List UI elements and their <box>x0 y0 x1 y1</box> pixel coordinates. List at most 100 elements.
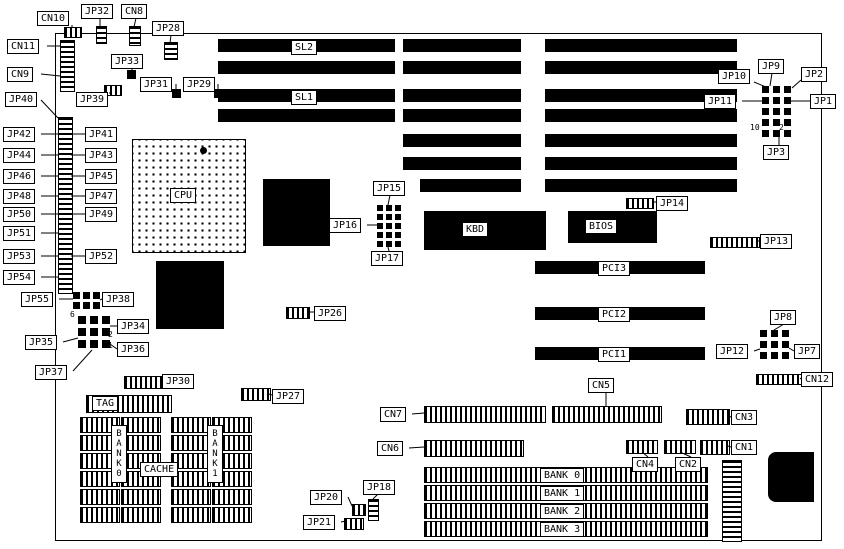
pin <box>90 328 98 336</box>
cache-chip <box>171 507 211 523</box>
label-jp17: JP17 <box>371 251 404 266</box>
label-jp53: JP53 <box>3 249 36 264</box>
label-tag: TAG <box>92 396 119 411</box>
left-strip <box>58 117 73 294</box>
power-conn <box>722 460 742 542</box>
label-cn3: CN3 <box>731 410 758 425</box>
pin <box>762 86 769 93</box>
label-jp41: JP41 <box>85 127 118 142</box>
pin <box>782 341 789 348</box>
label-jp50: JP50 <box>3 207 36 222</box>
label-jp14: JP14 <box>656 196 689 211</box>
label-jp13: JP13 <box>760 234 793 249</box>
cache-chip <box>80 435 120 451</box>
pin <box>377 214 383 220</box>
cache-chip <box>212 489 252 505</box>
jp34-grid <box>78 316 110 348</box>
slot-7c <box>545 179 737 192</box>
cn1-conn <box>700 440 730 455</box>
label-cn9: CN9 <box>7 67 34 82</box>
jp13-conn <box>710 237 760 248</box>
cn4-conn <box>626 440 658 454</box>
jp29-conn <box>214 89 223 98</box>
pin <box>93 292 100 299</box>
pin <box>386 232 392 238</box>
pin <box>93 302 100 309</box>
label-jp12: JP12 <box>716 344 749 359</box>
jp39-conn <box>104 85 122 96</box>
cache-chip <box>80 507 120 523</box>
pin <box>773 130 780 137</box>
pin <box>386 214 392 220</box>
label-bank3: BANK 3 <box>540 522 585 537</box>
label-pci1: PCI1 <box>598 347 631 362</box>
pin <box>773 119 780 126</box>
slot-4b <box>403 109 521 122</box>
label-jp35: JP35 <box>25 335 58 350</box>
label-bank0v: BANK0 <box>111 425 127 483</box>
slot-6c <box>545 157 737 170</box>
pin <box>78 328 86 336</box>
pin <box>377 223 383 229</box>
pin <box>760 330 767 337</box>
din-connector <box>768 452 814 502</box>
label-cn1: CN1 <box>731 440 758 455</box>
pin-number: 2 <box>108 330 113 339</box>
pin <box>784 119 791 126</box>
label-cn8: CN8 <box>121 4 148 19</box>
pin <box>102 328 110 336</box>
label-jp46: JP46 <box>3 169 36 184</box>
label-jp40: JP40 <box>5 92 38 107</box>
pin <box>395 214 401 220</box>
label-jp49: JP49 <box>85 207 118 222</box>
label-bank1: BANK 1 <box>540 486 585 501</box>
pin <box>386 205 392 211</box>
pin <box>395 232 401 238</box>
pin <box>784 108 791 115</box>
cn7-conn <box>424 406 546 423</box>
slot-5c <box>545 134 737 147</box>
slot-2c <box>545 61 737 74</box>
cache-chip <box>171 471 211 487</box>
jp3-grid <box>762 86 791 137</box>
qfp-chip-2 <box>156 261 224 329</box>
pin <box>395 241 401 247</box>
pin <box>784 130 791 137</box>
label-jp11: JP11 <box>704 94 737 109</box>
label-jp34: JP34 <box>117 319 150 334</box>
cpu-pin1 <box>200 147 207 154</box>
slot-3b <box>403 89 521 102</box>
jp27-conn <box>241 388 271 401</box>
cn2-conn <box>664 440 696 454</box>
jp14-conn <box>626 198 654 209</box>
pin <box>782 352 789 359</box>
jp20-conn <box>352 504 366 516</box>
pin <box>762 97 769 104</box>
pin <box>762 130 769 137</box>
label-sl1: SL1 <box>291 90 318 105</box>
pin <box>784 86 791 93</box>
label-cn2: CN2 <box>675 457 702 472</box>
jp8-grid <box>760 330 789 359</box>
label-bank1v: BANK1 <box>207 425 223 483</box>
label-jp39: JP39 <box>76 92 109 107</box>
pin <box>771 352 778 359</box>
cache-chip <box>171 435 211 451</box>
slot-4a <box>218 109 395 122</box>
pin <box>773 108 780 115</box>
cn3-conn <box>686 409 730 425</box>
jp16-grid <box>377 205 401 247</box>
pin <box>102 316 110 324</box>
label-bios: BIOS <box>585 219 618 234</box>
label-cache: CACHE <box>140 462 179 477</box>
label-bank2: BANK 2 <box>540 504 585 519</box>
jp21-conn <box>344 518 364 530</box>
pin <box>771 341 778 348</box>
pin <box>377 241 383 247</box>
cache-chip <box>80 489 120 505</box>
pin <box>771 330 778 337</box>
label-jp33: JP33 <box>111 54 144 69</box>
label-jp54: JP54 <box>3 270 36 285</box>
board-model-text: MH2685 <box>616 62 668 75</box>
